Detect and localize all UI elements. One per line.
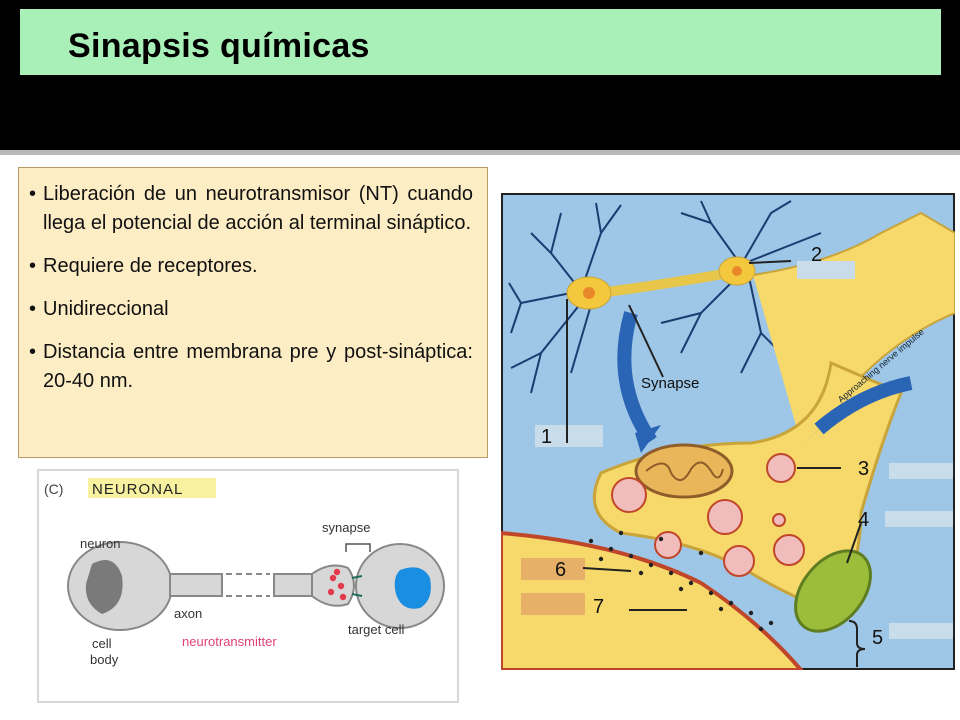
cell-label: cell [92, 636, 112, 651]
neurotransmitter-dots [588, 530, 774, 632]
vesicle-dot [339, 593, 347, 601]
bullet-text: Distancia entre membrana pre y post-siná… [43, 341, 473, 392]
bullet-item: • Unidireccional [29, 295, 473, 324]
neuronal-heading: NEURONAL [92, 481, 183, 498]
receptor-icon [351, 593, 363, 597]
label-4: 4 [858, 509, 869, 531]
label-box [521, 558, 585, 580]
vesicle-dot [333, 568, 341, 576]
label-5: 5 [872, 627, 883, 649]
title-banner: Sinapsis químicas [20, 9, 941, 75]
label-box [535, 425, 603, 447]
label-6: 6 [555, 559, 566, 581]
presynaptic-terminal-shape [311, 564, 355, 607]
bullet-text: Unidireccional [43, 298, 169, 320]
mitochondrion-1 [634, 443, 734, 499]
axon-segment-left [169, 573, 223, 597]
bullet-dot-icon: • [29, 341, 37, 363]
bullet-text: Requiere de receptores. [43, 255, 258, 277]
bullet-dot-icon: • [29, 183, 37, 205]
figure-frame [37, 469, 459, 703]
panel-letter: (C) [44, 481, 63, 497]
synapse-callout: Synapse [641, 375, 699, 392]
neurotransmitter-label: neurotransmitter [182, 634, 277, 649]
bullet-item: • Liberación de un neurotransmisor (NT) c… [29, 180, 473, 238]
label-box [889, 623, 953, 639]
label-4-pointer [846, 522, 862, 564]
label-2: 2 [811, 244, 822, 266]
label-1: 1 [541, 426, 552, 448]
body-label: body [90, 652, 119, 667]
synapse-label: synapse [322, 520, 370, 535]
label-3: 3 [858, 458, 869, 480]
heading-highlight [88, 478, 216, 498]
vesicle-dot [337, 582, 345, 590]
synapse-bracket [345, 543, 371, 552]
neuron-nucleus-2 [732, 266, 742, 276]
neuron-label: neuron [80, 536, 120, 551]
label-7: 7 [593, 596, 604, 618]
bullet-dot-icon: • [29, 298, 37, 320]
label-6-pointer [582, 567, 632, 572]
bullet-dot-icon: • [29, 255, 37, 277]
axon-segment-right [273, 573, 315, 597]
header-divider [0, 150, 960, 155]
synapse-arrow [617, 311, 657, 445]
target-nucleus-shape [394, 567, 431, 609]
bullet-text-box: • Liberación de un neurotransmisor (NT) c… [18, 167, 488, 458]
impulse-arrow [814, 376, 913, 435]
label-box [889, 463, 953, 479]
target-cell-label: target cell [348, 622, 404, 637]
impulse-arrowhead-icon [801, 419, 831, 445]
number-labels: 1 2 3 4 5 6 7 [541, 244, 883, 649]
axon-label: axon [174, 606, 202, 621]
bullet-item: • Requiere de receptores. [29, 252, 473, 281]
bullet-list: • Liberación de un neurotransmisor (NT) c… [29, 180, 473, 396]
synapse-arrowhead-icon [635, 425, 661, 453]
vesicle-dot [329, 574, 337, 582]
label-2-pointer [748, 260, 792, 264]
vesicle-dot [327, 588, 335, 596]
bullet-text: Liberación de un neurotransmisor (NT) cu… [43, 183, 473, 234]
mitochondrion-2 [794, 549, 872, 633]
neuron-nucleus-1 [583, 287, 595, 299]
bullet-item: • Distancia entre membrana pre y post-sin… [29, 338, 473, 396]
label-box [885, 511, 953, 527]
label-box [797, 261, 855, 279]
synapse-detail-figure: Approaching nerve impulse Synapse 1 2 3 … [501, 193, 955, 670]
cell-nucleus-shape [85, 560, 123, 614]
label-5-bracket [848, 620, 866, 667]
label-box [521, 593, 585, 615]
slide-title: Sinapsis químicas [68, 27, 370, 65]
receptor-icon [351, 575, 363, 579]
mitochondrion-cristae [645, 461, 724, 481]
neuronal-synapse-figure: (C) NEURONAL synapse neuron axon cell bo… [30, 466, 460, 706]
synapse-pointer [628, 304, 664, 378]
